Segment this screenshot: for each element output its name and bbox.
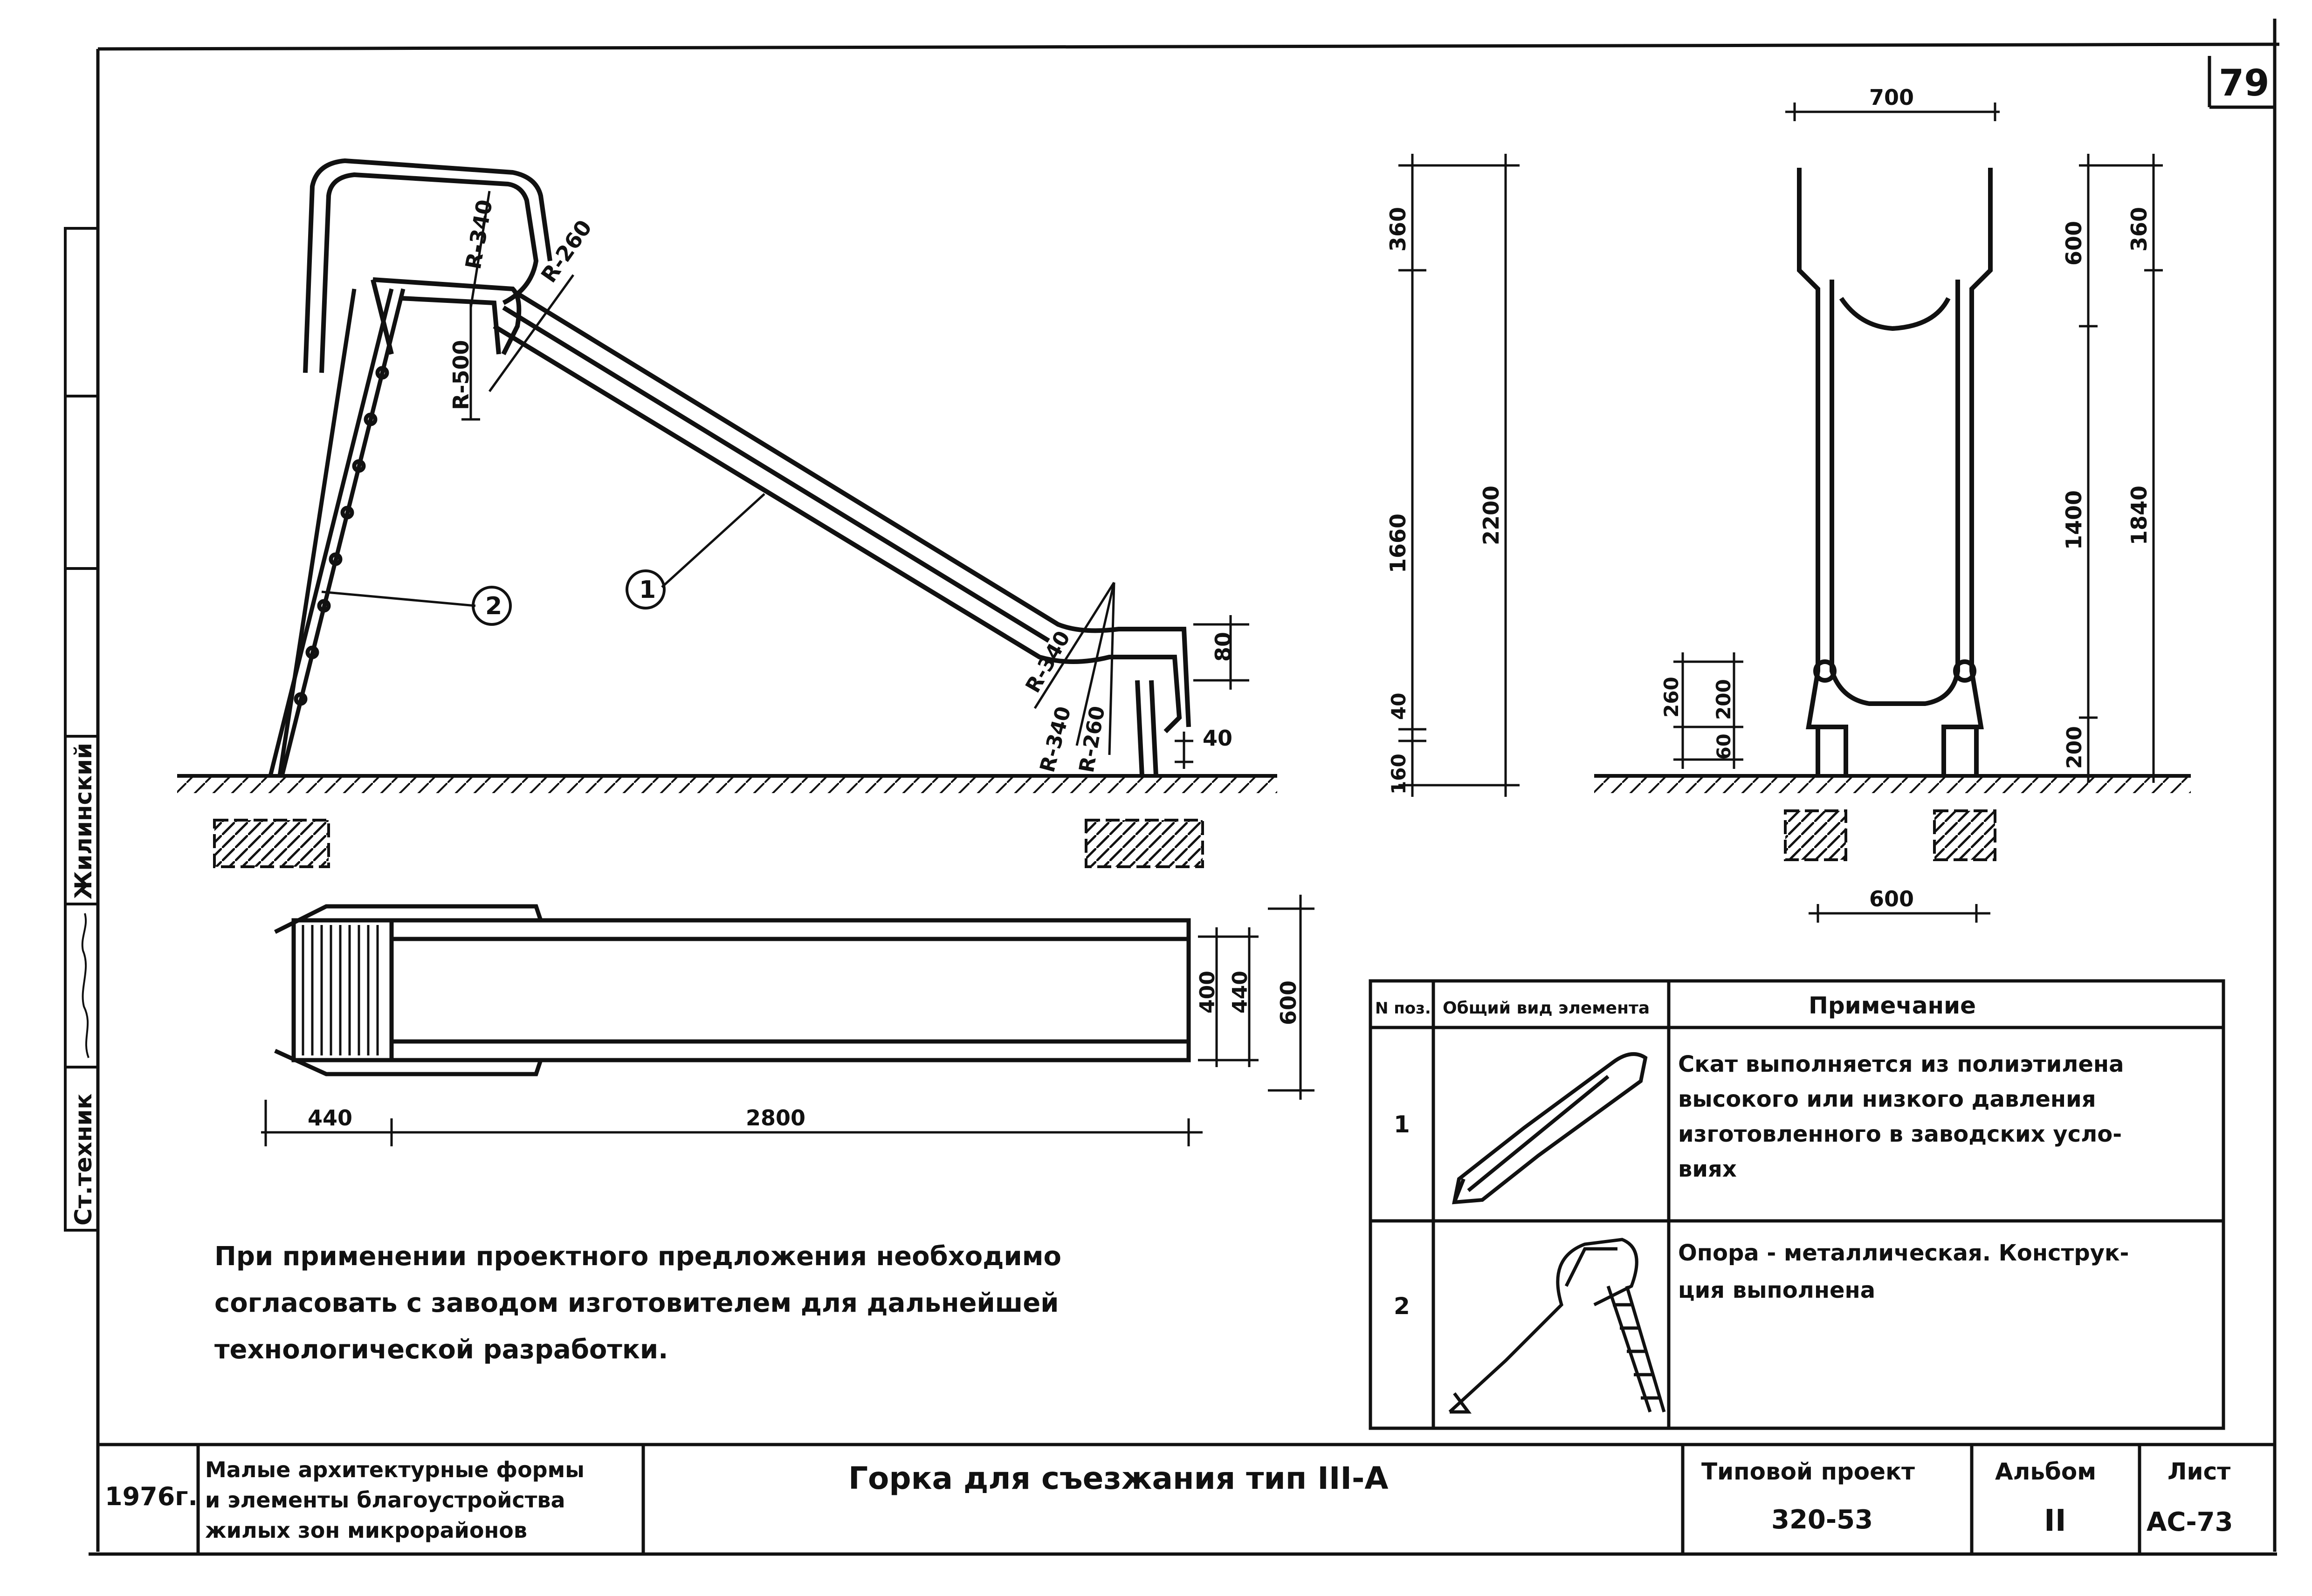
page-number: 79 [2219, 62, 2270, 104]
tb-album-title-3: жилых зон микрорайонов [205, 1518, 527, 1543]
front-dim-200-small: 200 [1712, 679, 1735, 720]
front-dim-600-bottom: 600 [1869, 886, 1914, 911]
footing-right [1085, 819, 1204, 868]
chute-sketch [1452, 1052, 1648, 1205]
dim-40-right: 40 [1203, 726, 1232, 751]
spec-table: N поз. Общий вид элемента Примечание 1 С… [1369, 979, 2225, 1430]
row-2-note-2: ция выполнена [1678, 1277, 1875, 1303]
tb-project-label: Типовой проект [1701, 1458, 1915, 1485]
footing-left [213, 819, 330, 868]
tb-album-title-2: и элементы благоустройства [205, 1487, 565, 1513]
tb-drawing-title: Горка для съезжания тип III-А [848, 1460, 1388, 1496]
callout-circle-1 [626, 569, 666, 610]
plan-dim-400: 400 [1196, 971, 1219, 1014]
title-block: 1976г. Малые архитектурные формы и элеме… [98, 1443, 2275, 1554]
front-view: 700 600 1400 200 360 1840 260 200 60 600 [1594, 85, 2191, 923]
row-1-note-2: высокого или низкого давления [1678, 1086, 2096, 1112]
ladder-support [268, 288, 406, 777]
support-sketch [1448, 1238, 1666, 1414]
dim-360-left: 360 [1385, 207, 1411, 252]
plan-dim-600: 600 [1276, 980, 1301, 1025]
tb-sheet-number: АС-73 [2147, 1507, 2233, 1537]
callout-circle-2 [472, 586, 512, 626]
side-stamp [64, 227, 99, 1232]
stamp-surname: Жилинский [70, 743, 97, 899]
th-note: Примечание [1809, 992, 1976, 1019]
front-footing-right [1933, 809, 1996, 861]
front-dim-600-top: 600 [2061, 221, 2086, 266]
stamp-signature [81, 913, 89, 1058]
plan-dim-440-width: 440 [1228, 971, 1252, 1014]
note-line-1: При применении проектного предложения не… [214, 1241, 1061, 1272]
dim-80: 80 [1211, 632, 1236, 662]
front-dim-260: 260 [1660, 677, 1683, 718]
row-1-note-4: виях [1678, 1156, 1737, 1182]
tb-album-title-1: Малые архитектурные формы [205, 1457, 585, 1482]
callout-2: 2 [485, 592, 502, 620]
row-1-note-3: изготовленного в заводских усло- [1678, 1121, 2122, 1147]
front-dim-200: 200 [2063, 726, 2086, 769]
front-dim-1840: 1840 [2126, 486, 2152, 545]
row-2-pos: 2 [1394, 1293, 1410, 1320]
tb-album-label: Альбом [1995, 1458, 2096, 1485]
elevation-view: R-340 R-260 R-500 R-340 R-340 R-260 2 1 … [177, 154, 1520, 868]
row-1-pos: 1 [1394, 1111, 1410, 1138]
tb-sheet-label: Лист [2168, 1458, 2230, 1485]
note-line-2: согласовать с заводом изготовителем для … [214, 1288, 1059, 1318]
th-general-view: Общий вид элемента [1443, 999, 1650, 1018]
front-dim-1400: 1400 [2061, 490, 2086, 550]
plan-dim-440-length: 440 [308, 1105, 352, 1130]
row-2-note-1: Опора - металлическая. Конструк- [1678, 1240, 2129, 1266]
th-position: N поз. [1375, 999, 1431, 1018]
tb-project-number: 320-53 [1771, 1505, 1873, 1535]
plan-view: 440 2800 400 440 600 [261, 895, 1314, 1146]
production-note: При применении проектного предложения не… [214, 1241, 1061, 1365]
radius-label-top-500: R-500 [448, 340, 474, 410]
dim-1660: 1660 [1385, 514, 1411, 573]
front-footing-left [1784, 809, 1847, 861]
callout-1: 1 [639, 576, 656, 604]
front-dim-700: 700 [1869, 85, 1914, 110]
tb-year: 1976г. [105, 1482, 198, 1511]
radius-label-bottom-2: R-340 [1035, 704, 1076, 775]
top-platform [371, 277, 522, 356]
front-dim-360: 360 [2126, 207, 2152, 252]
tb-album-number: II [2044, 1504, 2066, 1538]
plan-dim-2800: 2800 [746, 1105, 805, 1130]
dim-2200: 2200 [1479, 486, 1504, 545]
stamp-role: Ст.техник [70, 1094, 97, 1226]
radius-label-bottom-3: R-260 [1075, 704, 1110, 774]
front-dim-60: 60 [1713, 733, 1735, 760]
slide-chute [493, 291, 1191, 776]
top-handrail [319, 172, 539, 373]
radius-label-top-340: R-340 [461, 198, 497, 271]
note-line-3: технологической разработки. [214, 1335, 668, 1365]
row-1-note-1: Скат выполняется из полиэтилена [1678, 1051, 2124, 1077]
dim-160: 160 [1387, 753, 1410, 795]
dim-40-left: 40 [1387, 693, 1410, 720]
